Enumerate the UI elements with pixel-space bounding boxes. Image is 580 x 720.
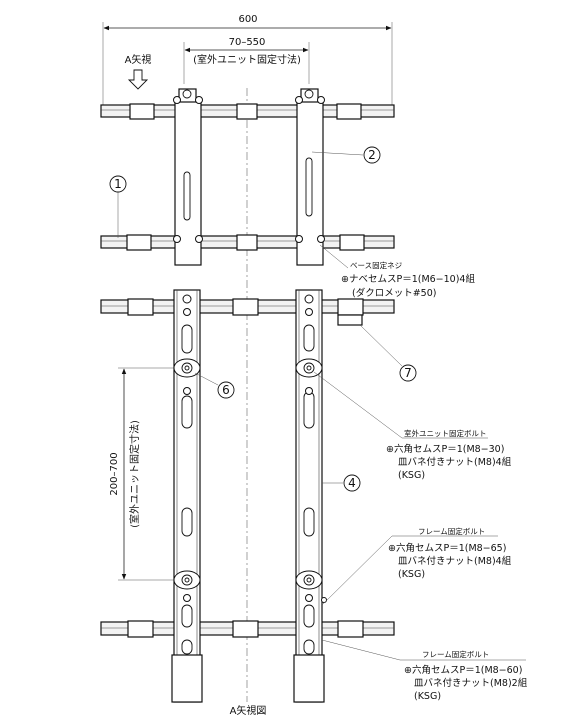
top-rail-lower bbox=[100, 234, 395, 251]
front-rail-upper bbox=[100, 298, 395, 326]
svg-text:(KSG): (KSG) bbox=[414, 691, 441, 702]
top-view bbox=[100, 88, 395, 266]
part-balloon-4: 4 bbox=[322, 474, 361, 492]
svg-text:⊕ナベセムスP＝1(M6−10)4組: ⊕ナベセムスP＝1(M6−10)4組 bbox=[341, 273, 475, 285]
svg-text:7: 7 bbox=[404, 366, 412, 380]
svg-text:1: 1 bbox=[114, 177, 122, 191]
vertical-range-dimension: 200–700 (室外ユニット固定寸法) bbox=[109, 367, 175, 581]
overall-width-dimension: 600 bbox=[102, 14, 393, 106]
svg-text:6: 6 bbox=[222, 383, 230, 397]
note-unit-bolt: 室外ユニット固定ボルト ⊕六角セムスP＝1(M8−30) 皿バネ付きナット(M8… bbox=[313, 371, 512, 481]
note-frame-bolt-2: フレーム固定ボルト ⊕六角セムスP＝1(M8−60) 皿バネ付きナット(M8)2… bbox=[321, 639, 528, 702]
svg-text:⊕六角セムスP＝1(M8−65): ⊕六角セムスP＝1(M8−65) bbox=[388, 542, 506, 554]
view-arrow-label: A矢視 bbox=[125, 53, 152, 66]
front-rail-lower bbox=[100, 620, 395, 638]
down-arrow-icon bbox=[127, 69, 149, 90]
top-right-frame bbox=[295, 88, 325, 266]
svg-text:4: 4 bbox=[348, 476, 356, 490]
svg-text:皿バネ付きナット(M8)4組: 皿バネ付きナット(M8)4組 bbox=[398, 456, 512, 468]
svg-text:⊕六角セムスP＝1(M8−60): ⊕六角セムスP＝1(M8−60) bbox=[404, 664, 522, 676]
front-view bbox=[100, 289, 395, 703]
svg-text:フレーム固定ボルト: フレーム固定ボルト bbox=[422, 649, 489, 659]
svg-text:皿バネ付きナット(M8)4組: 皿バネ付きナット(M8)4組 bbox=[398, 555, 512, 567]
part-balloon-6: 6 bbox=[194, 372, 235, 399]
unit-fixing-range-label: 70–550 bbox=[229, 37, 266, 48]
part-balloon-2: 2 bbox=[311, 146, 381, 164]
svg-text:(KSG): (KSG) bbox=[398, 470, 425, 481]
top-rail-upper bbox=[100, 103, 395, 120]
overall-width-label: 600 bbox=[238, 14, 257, 25]
svg-text:2: 2 bbox=[368, 148, 376, 162]
note-base-screw: ベース固定ネジ ⊕ナベセムスP＝1(M6−10)4組 (ダクロメット#50) bbox=[319, 244, 475, 299]
svg-text:(ダクロメット#50): (ダクロメット#50) bbox=[352, 287, 436, 299]
svg-text:ベース固定ネジ: ベース固定ネジ bbox=[350, 260, 403, 270]
wing-nut-icon bbox=[295, 570, 323, 590]
svg-text:(KSG): (KSG) bbox=[398, 569, 425, 580]
unit-fixing-dimension: 70–550 (室外ユニット固定寸法) bbox=[183, 37, 310, 84]
wing-nut-icon bbox=[295, 358, 323, 378]
wing-nut-icon bbox=[173, 358, 201, 378]
view-arrow: A矢視 bbox=[125, 53, 152, 90]
svg-text:皿バネ付きナット(M8)2組: 皿バネ付きナット(M8)2組 bbox=[414, 677, 528, 689]
wing-nut-icon bbox=[173, 570, 201, 590]
front-right-upright bbox=[293, 289, 327, 703]
unit-fixing-range-caption: (室外ユニット固定寸法) bbox=[193, 53, 301, 66]
vertical-range-label: 200–700 bbox=[109, 452, 120, 495]
part-balloon-7: 7 bbox=[359, 324, 417, 382]
vertical-range-caption: (室外ユニット固定寸法) bbox=[128, 420, 141, 528]
svg-text:⊕六角セムスP＝1(M8−30): ⊕六角セムスP＝1(M8−30) bbox=[386, 443, 504, 455]
svg-text:室外ユニット固定ボルト: 室外ユニット固定ボルト bbox=[404, 428, 487, 438]
svg-text:フレーム固定ボルト: フレーム固定ボルト bbox=[418, 526, 485, 536]
top-left-frame bbox=[173, 88, 203, 266]
front-left-upright bbox=[171, 289, 203, 703]
part-balloon-1: 1 bbox=[109, 175, 127, 238]
note-frame-bolt-1: フレーム固定ボルト ⊕六角セムスP＝1(M8−65) 皿バネ付きナット(M8)4… bbox=[321, 526, 512, 606]
view-caption: A矢視図 bbox=[230, 704, 267, 717]
